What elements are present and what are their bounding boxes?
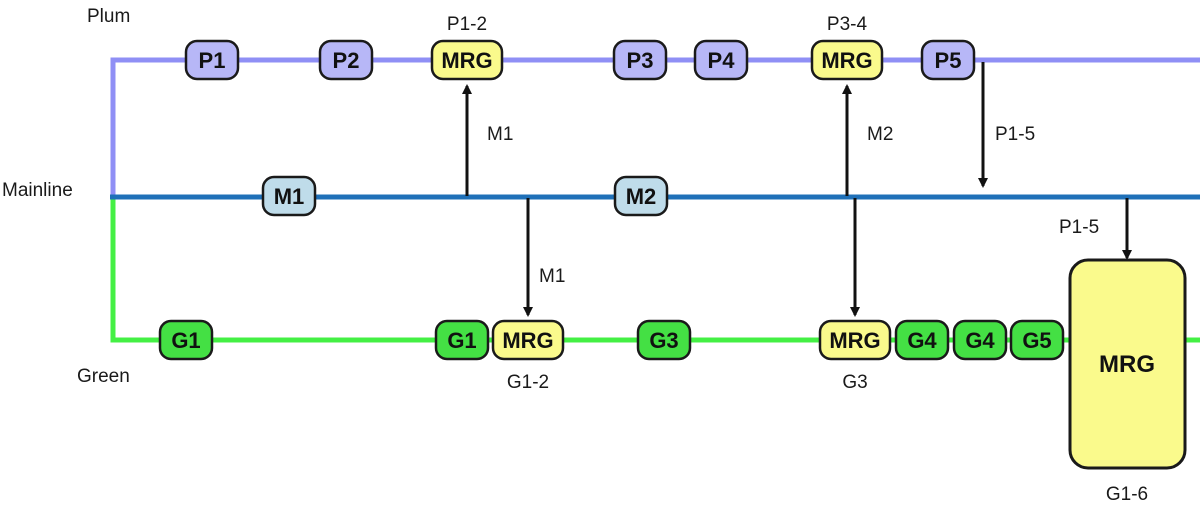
- commit-node-g1-second: G1: [434, 319, 490, 361]
- svg-text:G4: G4: [965, 328, 995, 353]
- commit-node-m2: M2: [613, 175, 669, 217]
- svg-text:M1: M1: [274, 184, 305, 209]
- svg-text:G5: G5: [1022, 328, 1051, 353]
- merge-label-g1-2: G1-2: [507, 372, 549, 393]
- merge-label-p1-2: P1-2: [447, 14, 487, 35]
- commit-node-p4: P4: [693, 39, 749, 81]
- svg-text:P3: P3: [627, 48, 654, 73]
- commit-node-p5: P5: [920, 39, 976, 81]
- arrow-label-p15-big: P1-5: [1059, 217, 1099, 238]
- svg-text:MRG: MRG: [441, 48, 492, 73]
- svg-text:P1: P1: [199, 48, 226, 73]
- svg-text:P5: P5: [935, 48, 962, 73]
- commit-node-p3: P3: [612, 39, 668, 81]
- green-branch-line: [110, 197, 1200, 343]
- commit-node-g4-first: G4: [894, 319, 950, 361]
- svg-text:P2: P2: [333, 48, 360, 73]
- merge-node-g1-2: MRG: [491, 319, 565, 361]
- commit-node-p2: P2: [318, 39, 374, 81]
- svg-text:MRG: MRG: [502, 328, 553, 353]
- merge-label-p3-4: P3-4: [827, 14, 868, 35]
- commit-node-p1: P1: [184, 39, 240, 81]
- merge-node-g3: MRG: [818, 319, 892, 361]
- svg-text:P4: P4: [708, 48, 736, 73]
- branch-label-green: Green: [77, 366, 130, 387]
- arrows: [462, 62, 1132, 317]
- merge-node-p3-4: MRG: [810, 39, 884, 81]
- svg-text:G3: G3: [649, 328, 678, 353]
- commit-node-g3: G3: [636, 319, 692, 361]
- svg-text:M2: M2: [626, 184, 657, 209]
- commit-node-g5: G5: [1009, 319, 1065, 361]
- svg-text:MRG: MRG: [821, 48, 872, 73]
- merge-label-g1-6: G1-6: [1106, 484, 1148, 505]
- commit-node-m1: M1: [261, 175, 317, 217]
- merge-node-p1-2: MRG: [430, 39, 504, 81]
- merge-node-g1-6: MRG: [1068, 258, 1187, 470]
- branch-label-plum: Plum: [87, 6, 130, 27]
- commit-node-g4-second: G4: [952, 319, 1008, 361]
- svg-text:MRG: MRG: [1099, 351, 1155, 378]
- merge-label-g3: G3: [842, 372, 867, 393]
- svg-text:MRG: MRG: [829, 328, 880, 353]
- arrow-label-p15-mainline: P1-5: [995, 124, 1035, 145]
- arrow-label-m1-plum: M1: [487, 124, 513, 145]
- arrow-label-m2-plum: M2: [867, 124, 893, 145]
- svg-text:G4: G4: [907, 328, 937, 353]
- svg-text:G1: G1: [447, 328, 476, 353]
- arrow-label-m1-green: M1: [539, 266, 565, 287]
- svg-text:G1: G1: [171, 328, 200, 353]
- commit-node-g1-first: G1: [158, 319, 214, 361]
- branch-label-mainline: Mainline: [2, 180, 73, 201]
